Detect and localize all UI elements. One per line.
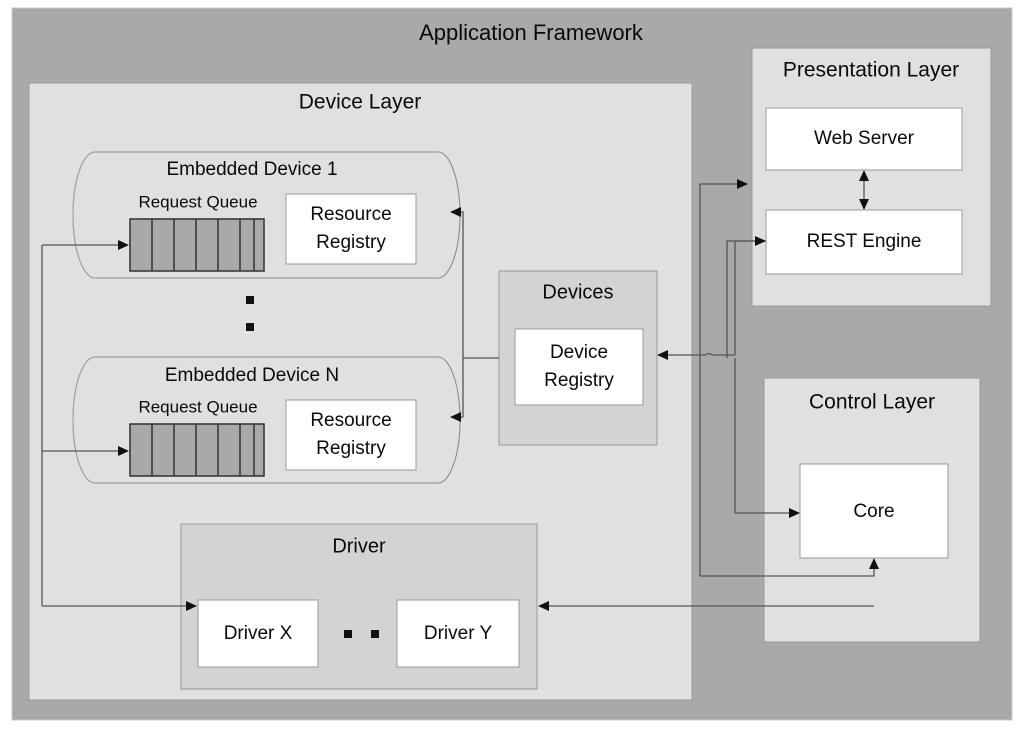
- device-registry-label-line2: Registry: [544, 370, 614, 391]
- device-registry-label-line1: Device: [550, 342, 608, 363]
- application-framework-title: Application Framework: [419, 20, 644, 45]
- control-layer-title: Control Layer: [809, 391, 935, 414]
- device-layer-title: Device Layer: [299, 91, 422, 114]
- core-label: Core: [853, 501, 894, 522]
- device-ellipsis: [246, 296, 254, 331]
- device-registry-box[interactable]: [514, 328, 644, 406]
- driver-group-title: Driver: [332, 535, 386, 557]
- embedded-device-1-label: Embedded Device 1: [166, 159, 337, 180]
- resource-registry-n-box[interactable]: [285, 399, 417, 471]
- rest-engine-box[interactable]: [765, 209, 963, 275]
- resource-registry-1-label-line2: Registry: [316, 232, 386, 253]
- resource-registry-n-label-line2: Registry: [316, 438, 386, 459]
- resource-registry-n-label-line1: Resource: [310, 410, 391, 431]
- request-queue-1: [129, 218, 265, 272]
- driver-group[interactable]: Driver Driver X Driver Y: [180, 523, 538, 690]
- request-queue-1-label: Request Queue: [138, 192, 257, 211]
- request-queue-n: [129, 423, 265, 477]
- devices-group[interactable]: Devices Device Registry: [498, 270, 658, 446]
- connector-devicelayer-to-core: [734, 358, 800, 518]
- embedded-device-1[interactable]: Embedded Device 1 Request Queue Resource…: [72, 151, 461, 279]
- driver-y-box[interactable]: [396, 599, 520, 668]
- driver-x-label: Driver X: [224, 623, 293, 644]
- embedded-device-n-label: Embedded Device N: [165, 365, 339, 386]
- connector-core-to-driver: [538, 601, 874, 611]
- web-server-box[interactable]: [765, 107, 963, 171]
- embedded-device-n[interactable]: Embedded Device N Request Queue Resource…: [72, 356, 461, 484]
- embedded-device-n-cylinder-cap: [72, 356, 96, 484]
- core-box[interactable]: [799, 463, 949, 559]
- driver-x-box[interactable]: [197, 599, 319, 668]
- connector-device-registry-to-devices: [450, 207, 499, 422]
- embedded-device-1-cylinder-cap: [72, 151, 96, 279]
- request-queue-n-label: Request Queue: [138, 397, 257, 416]
- web-server-label: Web Server: [814, 128, 915, 149]
- connector-bottom-to-core: [700, 558, 879, 577]
- resource-registry-1-label-line1: Resource: [310, 204, 391, 225]
- presentation-layer-title: Presentation Layer: [783, 59, 959, 82]
- driver-ellipsis: [344, 630, 379, 638]
- connector-left-trunk-to-queues-and-driver: [41, 240, 197, 611]
- rest-engine-label: REST Engine: [807, 231, 922, 252]
- arrow-webserver-restengine: [859, 170, 869, 210]
- driver-y-label: Driver Y: [424, 623, 493, 644]
- resource-registry-1-box[interactable]: [285, 193, 417, 265]
- connector-devicelayer-to-presentation: [699, 179, 766, 576]
- devices-group-title: Devices: [542, 281, 613, 303]
